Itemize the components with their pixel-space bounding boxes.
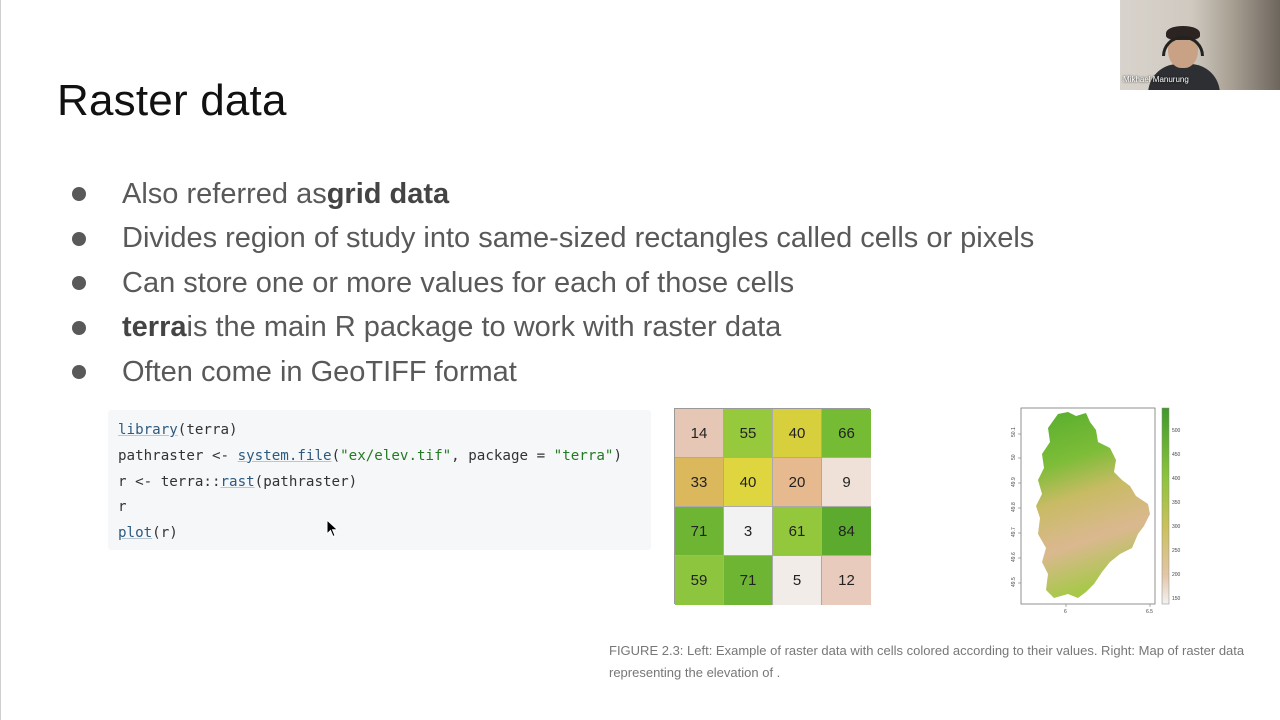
webcam-participant-name: Mikhael Manurung bbox=[1123, 75, 1189, 84]
map-x-tick: 6.5 bbox=[1146, 609, 1153, 615]
map-y-axis bbox=[1018, 433, 1151, 607]
mouse-pointer-icon bbox=[326, 519, 339, 538]
bullet-item: Divides region of study into same-sized … bbox=[70, 217, 1034, 262]
code-line: plot(r) bbox=[118, 525, 178, 542]
map-y-tick: 50 bbox=[1011, 454, 1017, 460]
raster-cell: 71 bbox=[675, 507, 724, 556]
legend-tick: 250 bbox=[1172, 548, 1181, 554]
raster-cell: 40 bbox=[773, 409, 822, 458]
map-region-shape bbox=[1036, 412, 1150, 598]
raster-cell: 40 bbox=[724, 458, 773, 507]
raster-cell: 12 bbox=[822, 556, 871, 605]
raster-cell: 9 bbox=[822, 458, 871, 507]
raster-cell: 20 bbox=[773, 458, 822, 507]
map-y-tick: 49.8 bbox=[1011, 502, 1017, 512]
raster-cell: 55 bbox=[724, 409, 773, 458]
raster-cell: 66 bbox=[822, 409, 871, 458]
raster-cell: 84 bbox=[822, 507, 871, 556]
raster-cell: 3 bbox=[724, 507, 773, 556]
code-line: r <- terra::rast(pathraster) bbox=[118, 473, 358, 490]
code-block[interactable]: library(terra) pathraster <- system.file… bbox=[108, 410, 651, 550]
map-y-tick: 49.9 bbox=[1011, 477, 1017, 487]
raster-cell: 14 bbox=[675, 409, 724, 458]
map-y-tick: 49.5 bbox=[1011, 577, 1017, 587]
raster-cell: 59 bbox=[675, 556, 724, 605]
bullet-item: terra is the main R package to work with… bbox=[70, 306, 1034, 351]
figure-caption: FIGURE 2.3: Left: Example of raster data… bbox=[609, 643, 1245, 680]
bullet-dot-icon bbox=[72, 276, 86, 291]
bullet-dot-icon bbox=[72, 365, 86, 380]
code-line: r bbox=[118, 499, 127, 516]
map-legend-colorbar bbox=[1161, 407, 1170, 605]
legend-tick: 400 bbox=[1172, 476, 1181, 482]
bullet-dot-icon bbox=[72, 231, 86, 246]
map-frame bbox=[1020, 407, 1156, 605]
bullet-item: Also referred as grid data bbox=[70, 172, 1034, 217]
slide-left-border bbox=[0, 0, 1, 720]
slide-title: Raster data bbox=[57, 76, 287, 125]
legend-tick: 200 bbox=[1172, 572, 1181, 578]
map-y-tick: 49.7 bbox=[1011, 527, 1017, 537]
raster-cell: 61 bbox=[773, 507, 822, 556]
webcam-overlay[interactable]: Mikhael Manurung bbox=[1120, 0, 1280, 90]
legend-tick: 150 bbox=[1172, 596, 1181, 602]
bullet-item: Often come in GeoTIFF format bbox=[70, 350, 1034, 395]
bullet-list: Also referred as grid data Divides regio… bbox=[70, 172, 1034, 395]
bullet-item: Can store one or more values for each of… bbox=[70, 261, 1034, 306]
bullet-dot-icon bbox=[72, 320, 86, 335]
legend-tick: 450 bbox=[1172, 452, 1181, 458]
legend-tick: 500 bbox=[1172, 428, 1181, 434]
legend-tick: 300 bbox=[1172, 524, 1181, 530]
code-line: library(terra) bbox=[118, 422, 238, 438]
raster-cell: 5 bbox=[773, 556, 822, 605]
bullet-dot-icon bbox=[72, 187, 86, 202]
raster-cell: 71 bbox=[724, 556, 773, 605]
raster-cell: 33 bbox=[675, 458, 724, 507]
elevation-map-figure: 50.1 50 49.9 49.8 49.7 49.6 49.5 6 6.5 5… bbox=[1011, 407, 1181, 615]
map-x-tick: 6 bbox=[1064, 609, 1067, 615]
map-y-tick: 50.1 bbox=[1011, 427, 1017, 437]
legend-tick: 350 bbox=[1172, 500, 1181, 506]
map-y-tick: 49.6 bbox=[1011, 552, 1017, 562]
code-line: pathraster <- system.file("ex/elev.tif",… bbox=[118, 447, 622, 464]
